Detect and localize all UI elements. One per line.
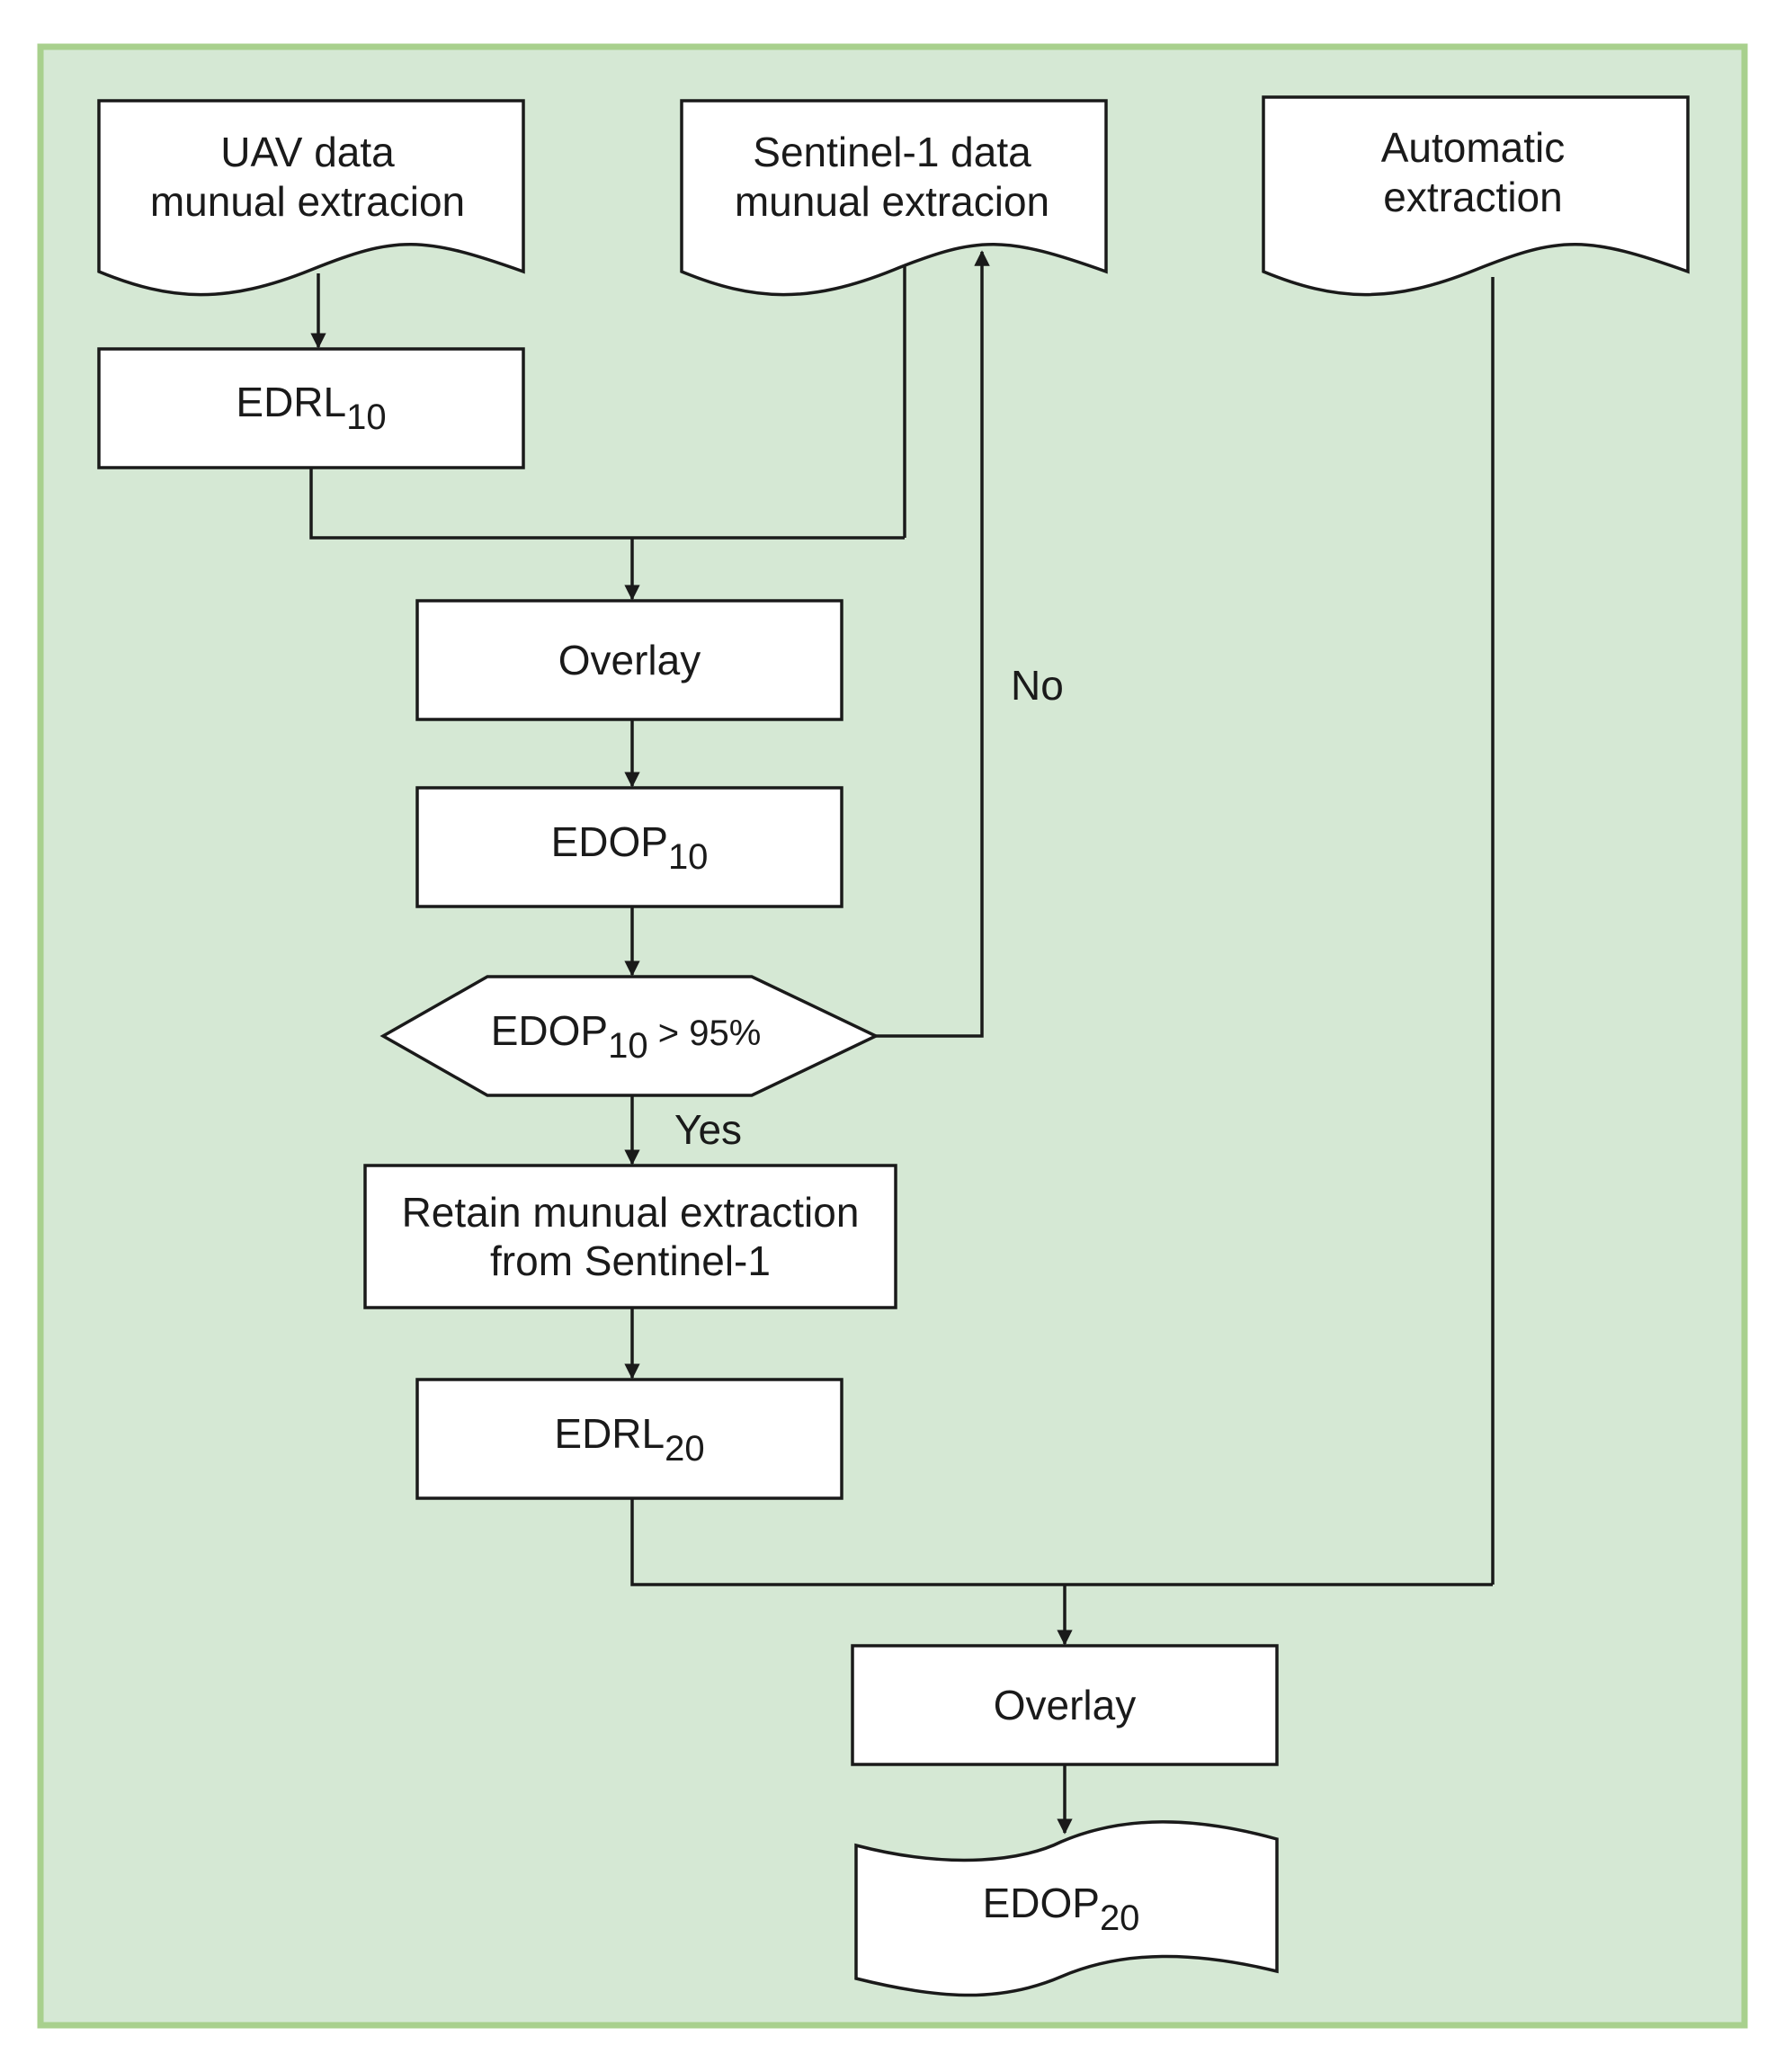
- edrl10-label: EDRL10: [236, 379, 386, 437]
- overlay2-label: Overlay: [994, 1682, 1136, 1728]
- edop10-label: EDOP10: [551, 818, 709, 877]
- retain-line2: from Sentinel-1: [490, 1237, 771, 1284]
- edge-label-no: No: [1011, 662, 1064, 709]
- node-decision: EDOP10 > 95%: [379, 975, 880, 1097]
- node-sentinel-data: Sentinel-1 data munual extracion: [680, 99, 1108, 297]
- retain-line1: Retain munual extraction: [402, 1189, 860, 1236]
- node-uav-data: UAV data munual extracion: [97, 99, 525, 297]
- overlay1-label: Overlay: [558, 637, 701, 683]
- node-automatic-extraction: Automatic extraction: [1262, 95, 1690, 297]
- node-edop20: EDOP20: [854, 1820, 1279, 1997]
- node-overlay-2: Overlay: [851, 1644, 1279, 1766]
- edge-edrl10-to-merge: [309, 468, 905, 540]
- automatic-line1: Automatic: [1381, 124, 1566, 171]
- edrl20-label: EDRL20: [554, 1410, 704, 1469]
- edge-label-yes: Yes: [674, 1106, 742, 1153]
- automatic-line2: extraction: [1383, 174, 1562, 220]
- edge-decision-no: [876, 250, 990, 1038]
- uav-data-line1: UAV data: [220, 129, 395, 175]
- edge-edrl20-to-merge2: [630, 1498, 1493, 1586]
- sentinel-data-line1: Sentinel-1 data: [753, 129, 1031, 175]
- decision-label: EDOP10 > 95%: [491, 1007, 762, 1066]
- edop20-label: EDOP20: [983, 1880, 1140, 1938]
- node-overlay-1: Overlay: [415, 599, 843, 721]
- node-edrl10: EDRL10: [97, 347, 525, 469]
- sentinel-data-line2: munual extracion: [735, 178, 1049, 225]
- node-edrl20: EDRL20: [415, 1378, 843, 1500]
- uav-data-line2: munual extracion: [150, 178, 465, 225]
- node-retain: Retain munual extraction from Sentinel-1: [363, 1164, 897, 1309]
- node-edop10: EDOP10: [415, 786, 843, 908]
